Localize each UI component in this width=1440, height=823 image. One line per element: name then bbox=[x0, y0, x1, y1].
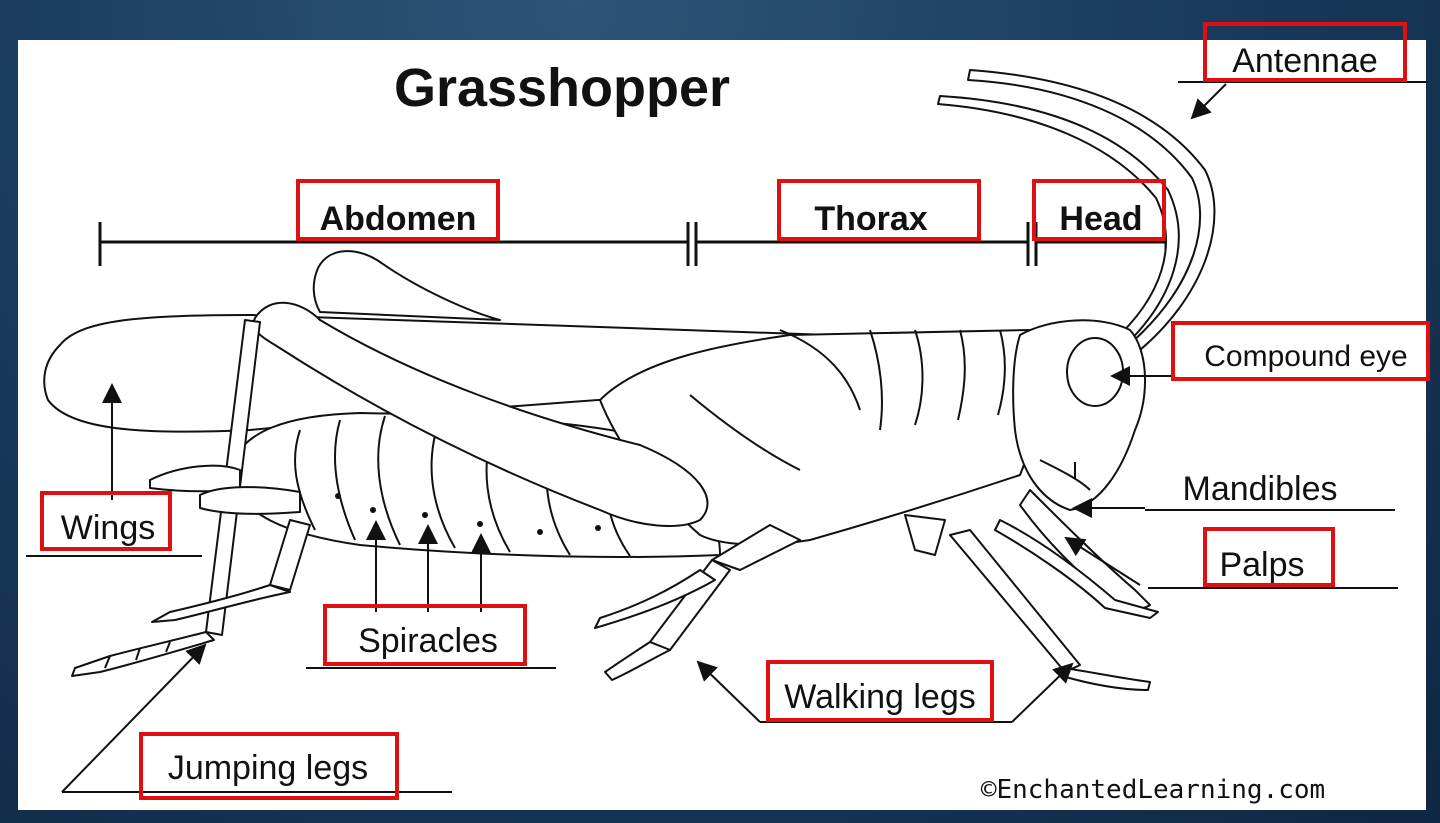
label-mandibles: Mandibles bbox=[1183, 470, 1338, 508]
label-walking-legs: Walking legs bbox=[766, 660, 994, 722]
spiracles-label: Spiracles bbox=[358, 622, 498, 660]
grasshopper-illustration bbox=[43, 69, 1216, 691]
diagram-title: Grasshopper bbox=[394, 58, 730, 118]
wings-label: Wings bbox=[61, 509, 155, 547]
label-palps: Palps bbox=[1203, 527, 1335, 587]
segment-label-abdomen: Abdomen bbox=[296, 179, 500, 241]
head-label: Head bbox=[1059, 200, 1142, 238]
label-spiracles: Spiracles bbox=[323, 604, 527, 666]
label-jumping-legs: Jumping legs bbox=[139, 732, 399, 800]
palps-label: Palps bbox=[1219, 546, 1304, 584]
abdomen-label: Abdomen bbox=[320, 200, 477, 238]
antennae-label: Antennae bbox=[1232, 42, 1378, 80]
compound-eye-label: Compound eye bbox=[1204, 340, 1407, 373]
jumping-legs-label: Jumping legs bbox=[168, 749, 368, 787]
segment-label-head: Head bbox=[1032, 179, 1166, 241]
copyright-credit: ©EnchantedLearning.com bbox=[981, 775, 1325, 805]
label-wings: Wings bbox=[40, 491, 172, 551]
thorax-label: Thorax bbox=[814, 200, 927, 238]
label-antennae: Antennae bbox=[1203, 22, 1407, 82]
walking-legs-label: Walking legs bbox=[784, 678, 975, 716]
label-compound-eye: Compound eye bbox=[1171, 321, 1430, 381]
pointer-arrows bbox=[61, 83, 1227, 793]
mandibles-label: Mandibles bbox=[1183, 470, 1338, 508]
segment-brackets bbox=[98, 222, 1168, 266]
segment-label-thorax: Thorax bbox=[777, 179, 981, 241]
